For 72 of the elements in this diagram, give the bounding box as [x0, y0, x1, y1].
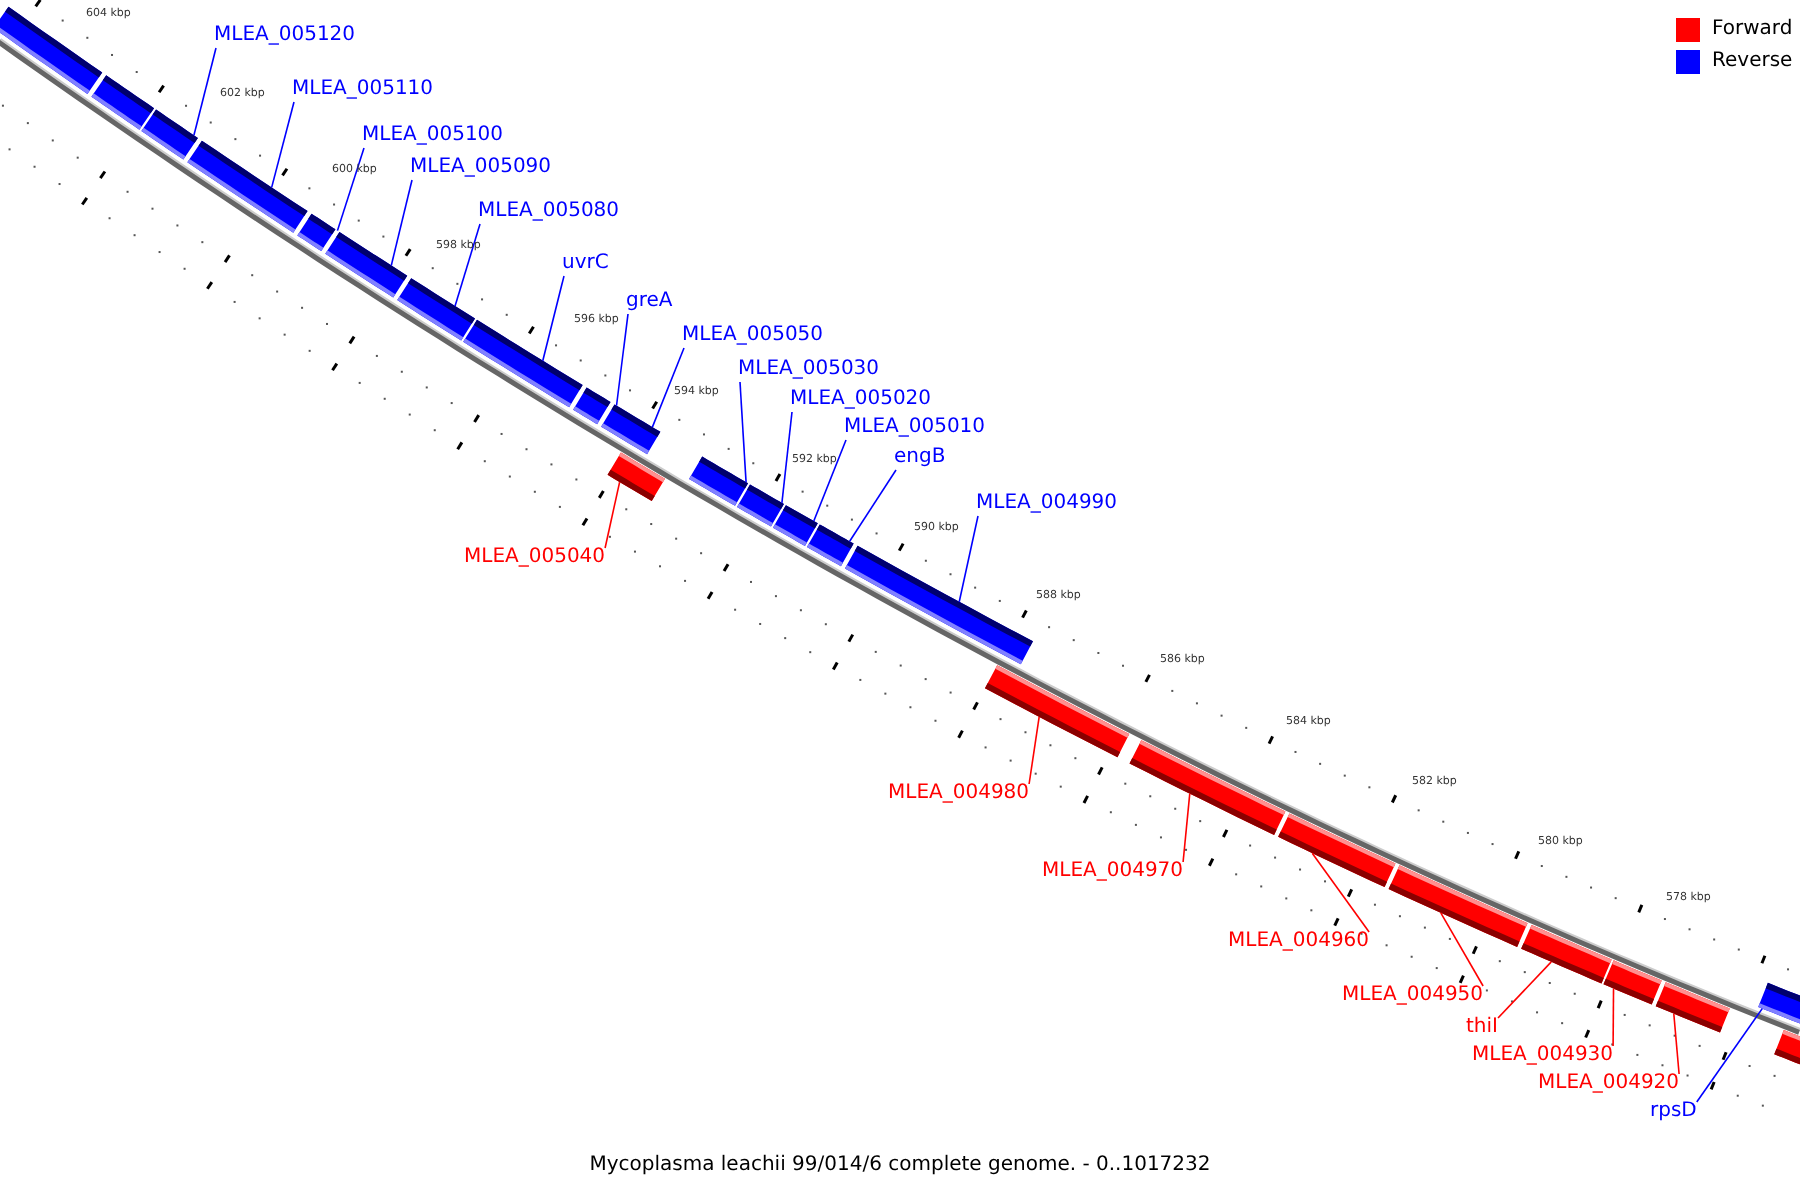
leader-line	[615, 313, 629, 407]
gene-label: MLEA_004960	[1228, 930, 1370, 954]
gene-block	[1655, 982, 1730, 1033]
leader-line	[781, 411, 793, 504]
gene-block	[773, 505, 818, 546]
gene-label: MLEA_005010	[844, 416, 986, 440]
leader-line	[1497, 961, 1553, 1019]
leader-line	[1182, 792, 1191, 863]
gene-block	[141, 109, 198, 160]
gene-block	[1129, 740, 1286, 835]
gene-block	[397, 278, 475, 341]
gene-label: MLEA_004950	[1342, 984, 1484, 1008]
leader-line	[1612, 987, 1615, 1047]
leader-line	[848, 469, 897, 543]
gene-block	[607, 452, 665, 502]
leader-line	[1028, 716, 1040, 785]
gene-label: MLEA_005080	[478, 200, 620, 224]
gene-block	[297, 213, 336, 252]
gene-label: MLEA_004920	[1538, 1072, 1680, 1096]
gene-block	[573, 387, 611, 425]
gene-block	[844, 545, 1033, 665]
gene-block	[0, 6, 103, 94]
gene-label: MLEA_004970	[1042, 860, 1184, 884]
leader-line	[1311, 852, 1370, 933]
leader-line	[454, 223, 481, 307]
gene-label: MLEA_005090	[410, 156, 552, 180]
gene-label: MLEA_004990	[976, 492, 1118, 516]
gene-block	[187, 140, 308, 233]
gene-label: MLEA_005050	[682, 324, 824, 348]
leader-line	[193, 47, 217, 137]
leader-line	[739, 381, 747, 483]
gene-label: rpsD	[1650, 1100, 1697, 1124]
gene-block	[1758, 982, 1800, 1029]
gene-block	[91, 75, 155, 130]
gene-block	[463, 319, 583, 408]
leader-line	[1673, 1012, 1680, 1075]
gene-block	[1603, 960, 1662, 1005]
gene-label: MLEA_004980	[888, 782, 1030, 806]
gene-label: MLEA_004930	[1472, 1044, 1614, 1068]
gene-label: MLEA_005020	[790, 388, 932, 412]
leader-line	[1695, 1007, 1764, 1103]
gene-block	[689, 456, 749, 506]
gene-block	[325, 231, 408, 298]
leader-line	[270, 101, 295, 189]
gene-label: MLEA_005110	[292, 78, 434, 102]
caption: Mycoplasma leachii 99/014/6 complete genome. - 0..1017232	[587, 1154, 1213, 1176]
leader-line	[813, 439, 847, 522]
gene-label: greA	[626, 290, 673, 314]
leader-line	[651, 347, 685, 428]
gene-block	[1278, 813, 1396, 888]
gene-label: MLEA_005120	[214, 24, 356, 48]
legend-label: Reverse	[1712, 50, 1793, 74]
gene-block	[1521, 924, 1612, 984]
leader-line	[958, 515, 979, 603]
gene-block	[984, 665, 1130, 758]
leader-line	[541, 275, 565, 362]
leader-line	[390, 179, 413, 267]
leader-line	[1440, 912, 1484, 987]
gene-block	[1388, 865, 1528, 947]
leader-line	[604, 481, 621, 549]
leader-line	[336, 147, 365, 232]
gene-label: thiI	[1466, 1016, 1498, 1040]
gene-label: MLEA_005100	[362, 124, 504, 148]
gene-label: uvrC	[562, 252, 609, 276]
gene-block	[737, 484, 784, 527]
gene-block	[806, 524, 854, 567]
gene-label: MLEA_005030	[738, 358, 880, 382]
gene-block	[1774, 1030, 1800, 1068]
gene-block	[601, 404, 661, 455]
legend-label: Forward	[1712, 18, 1793, 42]
gene-label: engB	[894, 446, 946, 470]
gene-label: MLEA_005040	[464, 546, 606, 570]
